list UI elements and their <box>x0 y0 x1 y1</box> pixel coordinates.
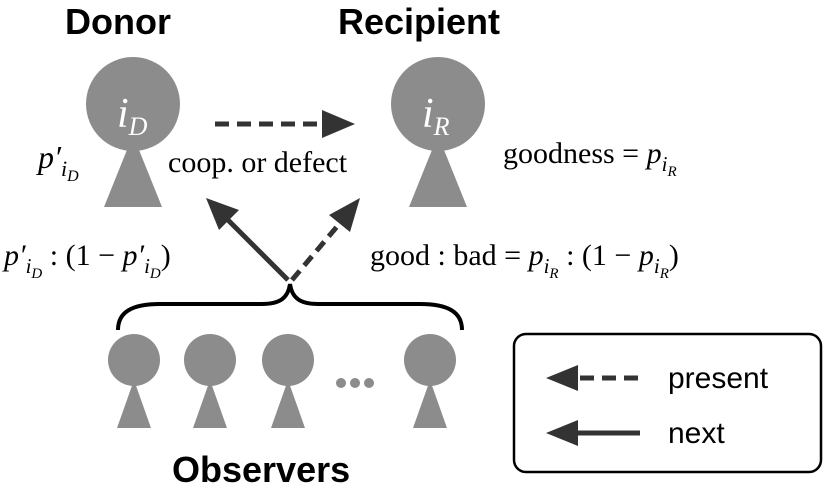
recipient-body <box>409 135 467 207</box>
observer-2 <box>184 334 236 428</box>
legend-next-arrow <box>546 420 640 446</box>
observer-n <box>404 334 456 428</box>
observer-ellipsis <box>336 378 374 388</box>
recipient-heading: Recipient <box>338 1 500 42</box>
good-bad-label: good : bad = piR : (1 − piR) <box>370 239 679 282</box>
legend-present-label: present <box>668 362 769 395</box>
legend: present next <box>512 332 823 474</box>
donor-figure: iD <box>86 57 180 207</box>
legend-next-label: next <box>668 417 725 450</box>
observers-heading: Observers <box>172 449 350 490</box>
observer-1 <box>108 334 160 428</box>
legend-box <box>512 332 823 474</box>
donor-id: iD <box>117 91 148 141</box>
observers-brace <box>116 283 464 331</box>
recipient-id: iR <box>422 91 450 141</box>
next-arrow-to-donor <box>206 198 290 282</box>
donor-head <box>86 57 180 151</box>
goodness-label: goodness = piR <box>503 137 677 180</box>
action-label: coop. or defect <box>168 146 348 179</box>
recipient-figure: iR <box>391 57 485 207</box>
legend-present-arrow <box>546 365 640 391</box>
present-arrow-to-recipient <box>290 198 360 282</box>
donor-body <box>104 135 162 207</box>
donor-p-label: p′iD <box>36 139 79 185</box>
present-arrow-donor-to-recipient <box>215 110 355 138</box>
donor-heading: Donor <box>65 1 171 42</box>
observer-3 <box>262 334 314 428</box>
recipient-head <box>391 57 485 151</box>
donor-ratio-label: p′iD : (1 − p′iD) <box>2 239 171 282</box>
